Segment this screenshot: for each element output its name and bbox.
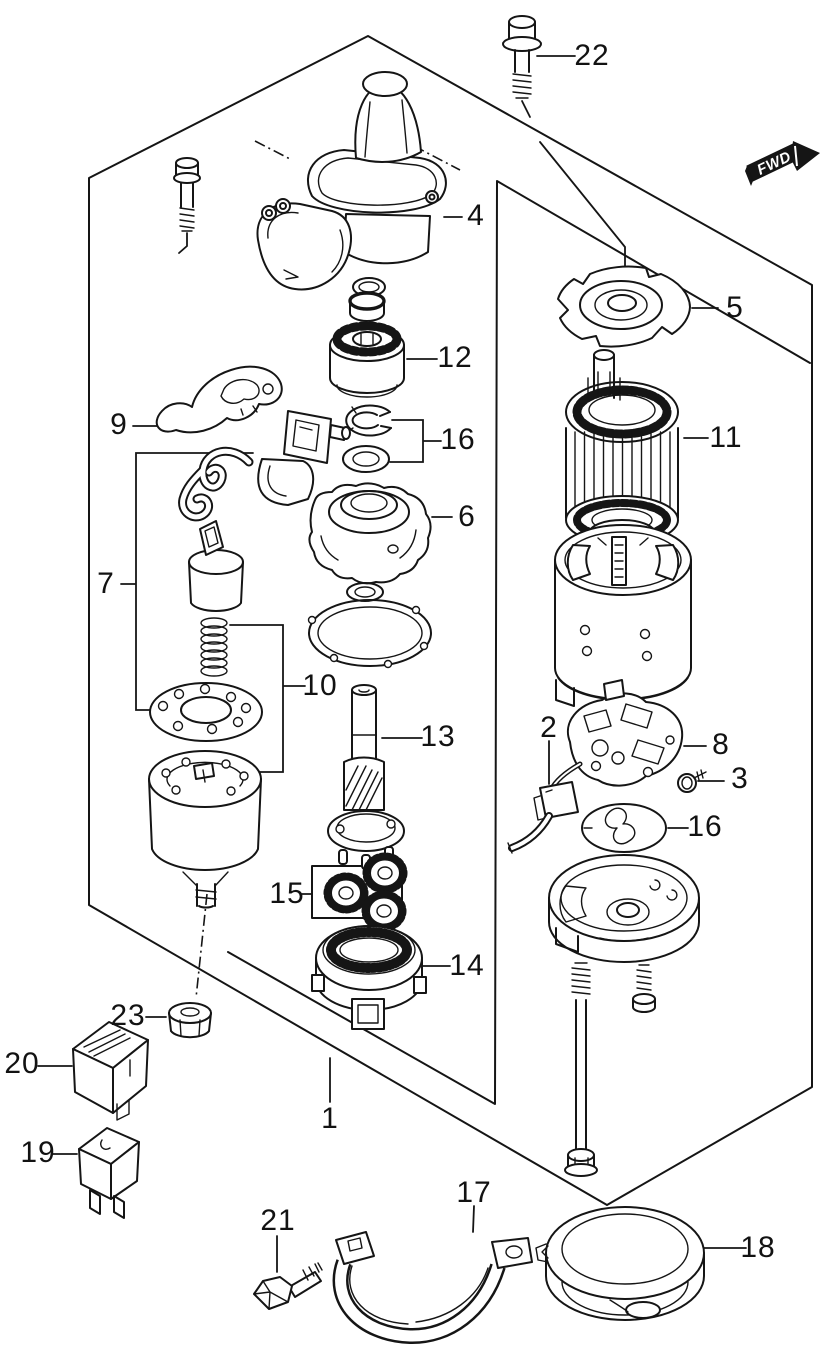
plunger-hook (257, 410, 351, 506)
callout-3: 3 (731, 762, 749, 795)
callout-16a: 16 (440, 423, 476, 456)
part-15-planet-gears (323, 852, 408, 932)
callout-10: 10 (302, 669, 338, 702)
part-2-wire-clamp (507, 781, 579, 854)
motor-yoke-housing (554, 524, 692, 707)
part-14-internal-ring-gear (311, 925, 427, 1030)
part-22-bolt (502, 15, 542, 99)
callout-17: 17 (456, 1176, 492, 1209)
callout-11: 11 (709, 421, 743, 454)
part-13-drive-shaft (327, 684, 405, 870)
callout-15: 15 (269, 877, 305, 910)
part-16-e-clip (345, 404, 392, 437)
flange-bolt-top-left (173, 157, 201, 232)
leader-lines (37, 55, 747, 1273)
callout-21: 21 (260, 1204, 296, 1237)
screw-short (632, 964, 656, 1013)
callout-9: 9 (110, 408, 128, 441)
part-4-end-cover (256, 71, 447, 291)
callout-2: 2 (540, 711, 558, 744)
part-12-pinion-gear (329, 321, 405, 398)
callout-7: 7 (97, 567, 115, 600)
part-8-brush-holder (548, 679, 684, 793)
callout-4: 4 (467, 199, 485, 232)
callout-22: 22 (574, 39, 610, 72)
callout-13: 13 (420, 720, 456, 753)
callout-14: 14 (449, 949, 485, 982)
gasket-ring (307, 599, 432, 669)
callout-23: 23 (110, 999, 146, 1032)
callout-19: 19 (20, 1136, 56, 1169)
callout-20: 20 (4, 1047, 40, 1080)
through-bolt-long (564, 962, 598, 1177)
assembly-boundary-outer (88, 35, 813, 1206)
part-20-relay (72, 1021, 149, 1121)
callout-1: 1 (321, 1102, 339, 1135)
callout-16b: 16 (687, 810, 723, 843)
part-21-hex-bolt (253, 1262, 323, 1310)
part-16-thrust-washer (581, 803, 667, 853)
part-10-solenoid-body (148, 750, 262, 909)
part-23-nut (168, 1002, 212, 1039)
part-6-bearing-cap (308, 482, 432, 585)
part-19-relay (78, 1127, 140, 1219)
solenoid-flange-plate (149, 682, 263, 742)
fwd-direction-stamp: FWD (745, 141, 820, 186)
callout-12: 12 (437, 341, 473, 374)
bushing (348, 291, 386, 322)
part-18-support-ring (535, 1206, 705, 1321)
callout-5: 5 (726, 291, 744, 324)
part-9-shift-fork (155, 365, 283, 434)
part-17-clamp-bracket (332, 1231, 533, 1345)
part-16-washer (342, 445, 390, 473)
callout-8: 8 (712, 728, 730, 761)
end-cap-housing (548, 854, 700, 963)
callout-18: 18 (740, 1231, 776, 1264)
part-5-lock-washer (557, 265, 691, 348)
part-7-boot (178, 446, 254, 522)
o-ring-lower (346, 582, 384, 602)
callout-6: 6 (458, 500, 476, 533)
part-7-spring (200, 617, 228, 677)
plunger-cap (188, 520, 244, 612)
part-3-screw (677, 769, 707, 793)
